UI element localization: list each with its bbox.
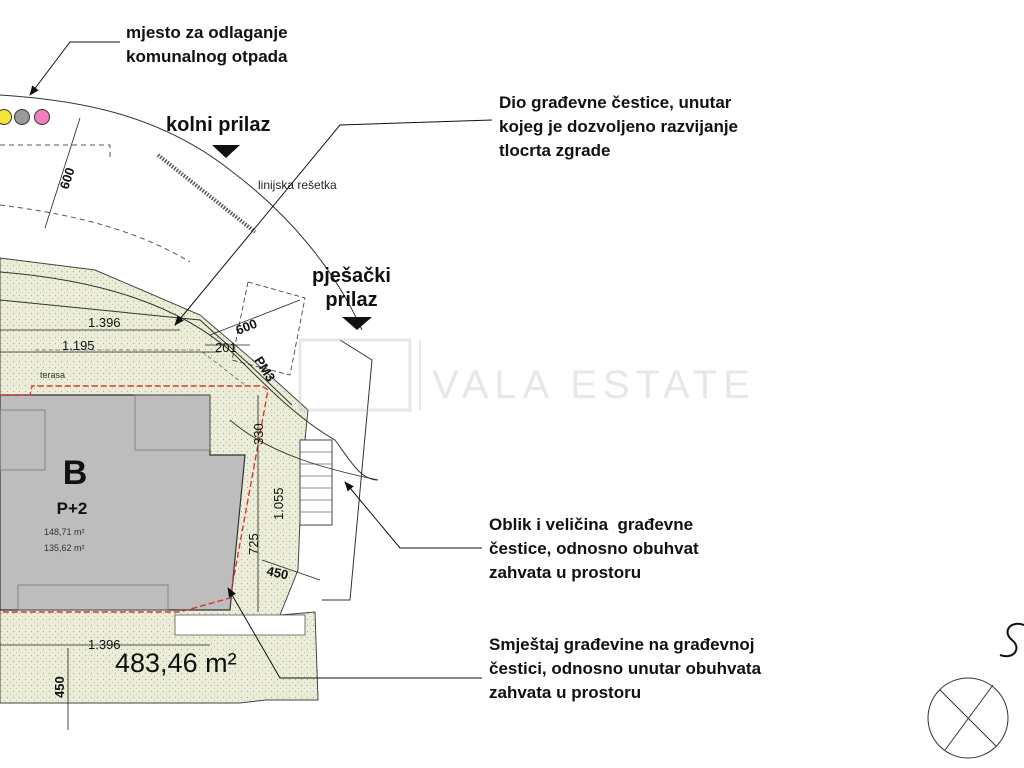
building-inner-rect-bottom	[17, 584, 169, 611]
dim-450-right: 450	[265, 563, 289, 582]
parcel-boundary-line	[0, 271, 379, 481]
building-area-2: 135,62 m²	[44, 543, 85, 553]
building-floors: P+2	[57, 499, 88, 518]
watermark-logo	[298, 338, 421, 412]
road-edge-outer	[0, 94, 363, 331]
building-part-note: Dio građevne čestice, unutar kojeg je do…	[499, 93, 739, 160]
building-inner-rect-left	[0, 409, 46, 471]
leader-lines	[29, 41, 493, 679]
dim-330: 330	[251, 423, 266, 445]
building-inner-rect	[134, 394, 211, 451]
waste-bin-grey	[14, 109, 30, 125]
dim-1055: 1.055	[271, 487, 286, 520]
leader-building-part	[174, 119, 493, 326]
dim-600-mid: 600	[234, 316, 260, 338]
leader-placement	[227, 587, 482, 679]
terrace-label: terasa	[40, 370, 65, 380]
contour-line	[229, 419, 379, 481]
parcel-shape-note: Oblik i veličina građevne čestice, odnos…	[489, 515, 699, 582]
leader-waste	[29, 41, 120, 96]
path-edge	[322, 339, 373, 601]
building-footprint	[0, 394, 246, 611]
road-edge-inner	[0, 204, 191, 263]
bottom-stairs	[174, 614, 306, 636]
waste-location-note: mjesto za odlaganje komunalnog otpada	[126, 23, 288, 66]
building-area-1: 148,71 m²	[44, 527, 85, 537]
building-zone-line	[0, 299, 293, 406]
waste-bin-pink	[34, 109, 50, 125]
stairs	[299, 439, 333, 526]
watermark-text: VALA ESTATE	[432, 363, 756, 407]
allowed-building-boundary	[0, 385, 269, 613]
pedestrian-access-label: pješački prilaz	[312, 265, 391, 311]
parking-spot-pm3	[231, 281, 306, 376]
dim-450-bottom: 450	[52, 676, 67, 698]
vehicle-access-label: kolni prilaz	[166, 114, 271, 136]
dim-201: 201	[215, 340, 237, 355]
vehicle-access-marker	[212, 145, 240, 158]
waste-bin-yellow	[0, 109, 12, 125]
parcel-area-label: 483,46 m²	[115, 648, 237, 678]
linear-grate	[156, 153, 257, 234]
grate-label: linijska rešetka	[258, 178, 337, 192]
dim-725: 725	[246, 533, 261, 555]
north-arrow	[927, 677, 1009, 759]
stair-steps	[300, 451, 332, 513]
dim-600-top: 600	[57, 166, 78, 191]
road-dashed-line	[0, 144, 111, 160]
scale-glyph	[999, 622, 1024, 658]
placement-note: Smještaj građevine na građevnoj čestici,…	[489, 635, 762, 702]
building-label: B	[63, 454, 88, 492]
dim-1396-bottom: 1.396	[88, 637, 121, 652]
pedestrian-access-marker	[342, 317, 372, 330]
leader-parcel-shape	[344, 481, 482, 549]
dim-1396-top: 1.396	[88, 315, 121, 330]
dim-1195: 1.195	[62, 338, 95, 353]
dimension-lines	[0, 117, 321, 730]
terrace-outline	[35, 349, 246, 386]
